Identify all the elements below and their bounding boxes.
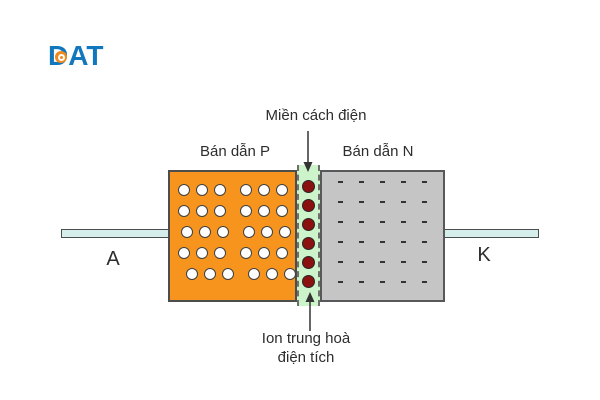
ion-icon [302, 218, 315, 231]
minus-icon [422, 201, 427, 203]
hole-row [186, 268, 296, 280]
minus-icon [380, 181, 385, 183]
minus-icon [380, 261, 385, 263]
hole-icon [243, 226, 255, 238]
minus-icon [401, 241, 406, 243]
n-charges-grid [322, 172, 443, 283]
hole-icon [199, 226, 211, 238]
hole-icon [222, 268, 234, 280]
minus-icon [359, 201, 364, 203]
minus-icon [338, 181, 343, 183]
hole-icon [240, 247, 252, 259]
hole-icon [276, 184, 288, 196]
minus-icon [359, 221, 364, 223]
hole-icon [196, 205, 208, 217]
hole-icon [276, 247, 288, 259]
hole-icon [240, 205, 252, 217]
minus-icon [359, 261, 364, 263]
charge-row [338, 201, 443, 203]
minus-icon [422, 181, 427, 183]
minus-icon [338, 261, 343, 263]
minus-icon [401, 221, 406, 223]
minus-icon [338, 281, 343, 283]
hole-icon [261, 226, 273, 238]
neutral-ion-label-line2: điện tích [277, 349, 335, 366]
ion-icon [302, 237, 315, 250]
minus-icon [422, 281, 427, 283]
hole-icon [181, 226, 193, 238]
depletion-region-label: Miền cách điện [265, 107, 367, 124]
hole-row [178, 247, 295, 259]
hole-icon [258, 184, 270, 196]
minus-icon [359, 281, 364, 283]
cathode-lead [444, 229, 539, 238]
hole-icon [196, 247, 208, 259]
hole-row [181, 226, 295, 238]
hole-icon [284, 268, 296, 280]
hole-icon [240, 184, 252, 196]
anode-lead [61, 229, 169, 238]
hole-icon [276, 205, 288, 217]
minus-icon [401, 281, 406, 283]
charge-row [338, 261, 443, 263]
ion-icon [302, 275, 315, 288]
p-semiconductor-label: Bán dẫn P [199, 143, 271, 160]
hole-icon [214, 205, 226, 217]
hole-icon [266, 268, 278, 280]
anode-label: A [106, 248, 120, 270]
minus-icon [338, 201, 343, 203]
ion-icon [302, 180, 315, 193]
hole-icon [178, 205, 190, 217]
hole-icon [178, 247, 190, 259]
minus-icon [401, 201, 406, 203]
hole-icon [196, 184, 208, 196]
ion-icon [302, 256, 315, 269]
minus-icon [422, 221, 427, 223]
neutral-ion-label-line1: Ion trung hoà [261, 330, 351, 347]
minus-icon [380, 201, 385, 203]
hole-row [178, 205, 295, 217]
hole-icon [258, 205, 270, 217]
p-holes-grid [170, 172, 296, 280]
hole-icon [279, 226, 291, 238]
cathode-label: K [477, 244, 491, 266]
hole-icon [248, 268, 260, 280]
charge-row [338, 281, 443, 283]
p-region [168, 170, 297, 302]
minus-icon [338, 221, 343, 223]
hole-icon [178, 184, 190, 196]
hole-icon [258, 247, 270, 259]
ion-icon [302, 199, 315, 212]
hole-icon [217, 226, 229, 238]
charge-row [338, 181, 443, 183]
depletion-strip [297, 165, 320, 306]
dat-logo-target-icon [55, 51, 67, 63]
minus-icon [338, 241, 343, 243]
hole-icon [204, 268, 216, 280]
minus-icon [380, 221, 385, 223]
hole-icon [214, 247, 226, 259]
minus-icon [401, 261, 406, 263]
minus-icon [401, 181, 406, 183]
charge-row [338, 241, 443, 243]
n-region [320, 170, 445, 302]
n-semiconductor-label: Bán dẫn N [342, 143, 414, 160]
dat-logo: DAT [48, 40, 138, 72]
charge-row [338, 221, 443, 223]
hole-icon [214, 184, 226, 196]
hole-icon [186, 268, 198, 280]
minus-icon [380, 241, 385, 243]
minus-icon [359, 181, 364, 183]
hole-row [178, 184, 295, 196]
minus-icon [422, 261, 427, 263]
neutral-ion-label: Ion trung hoà điện tích [262, 329, 350, 367]
minus-icon [380, 281, 385, 283]
minus-icon [422, 241, 427, 243]
minus-icon [359, 241, 364, 243]
